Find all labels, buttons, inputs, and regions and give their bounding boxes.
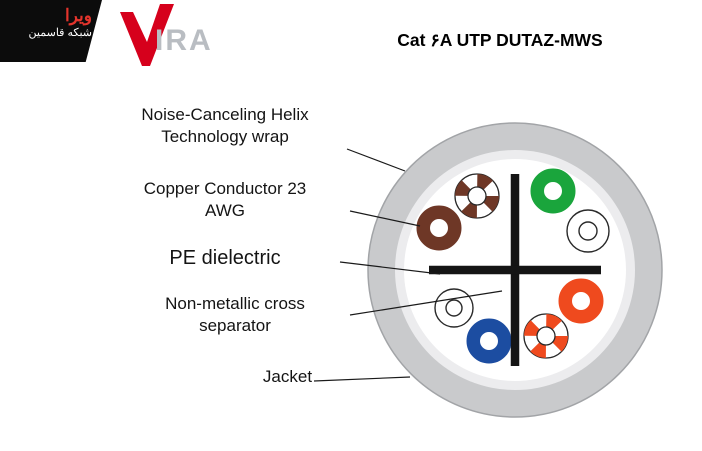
vira-v-logo-icon	[120, 4, 174, 66]
label-helix-wrap: Noise-Canceling Helix Technology wrap	[100, 104, 350, 148]
wire-orange-solid	[558, 278, 604, 324]
label-pe-line1: PE dielectric	[169, 247, 281, 269]
leader-wrap	[346, 148, 406, 172]
label-jacket-line1: Jacket	[262, 367, 313, 386]
label-copper-line1: Copper Conductor 23	[143, 179, 307, 198]
leader-pe	[339, 261, 441, 275]
page-title: Cat ۶A UTP DUTAZ-MWS	[397, 30, 603, 50]
label-cross-line1: Non-metallic cross	[165, 294, 305, 313]
logo-brand-text: IRA	[155, 24, 213, 57]
wire-orange-white-striped	[523, 313, 569, 359]
leader-jacket	[313, 376, 411, 382]
wire-blue-solid	[466, 318, 512, 364]
label-copper-conductor: Copper Conductor 23 AWG	[100, 178, 350, 222]
wire-brown-white-striped	[454, 173, 500, 219]
label-helix-wrap-line2: Technology wrap	[161, 127, 289, 146]
wire-brown-solid	[416, 205, 462, 251]
wire-white-top-right	[566, 209, 610, 253]
logo-corner: ویرا شبکه قاسمین	[0, 0, 102, 62]
label-copper-line2: AWG	[205, 201, 245, 220]
wire-green-solid	[530, 168, 576, 214]
logo-farsi-name: ویرا	[64, 6, 92, 25]
leader-copper	[349, 210, 421, 227]
label-pe-dielectric: PE dielectric	[100, 246, 350, 270]
wire-white-bottom-left	[434, 288, 474, 328]
label-jacket: Jacket	[215, 366, 360, 388]
leader-cross	[349, 290, 503, 316]
leader-lines	[313, 148, 503, 382]
label-cross-line2: separator	[199, 316, 271, 335]
logo-farsi-subtitle: شبکه قاسمین	[28, 27, 92, 39]
label-cross-separator: Non-metallic cross separator	[110, 293, 360, 337]
cross-separator	[429, 174, 601, 366]
label-helix-wrap-line1: Noise-Canceling Helix	[141, 105, 309, 124]
